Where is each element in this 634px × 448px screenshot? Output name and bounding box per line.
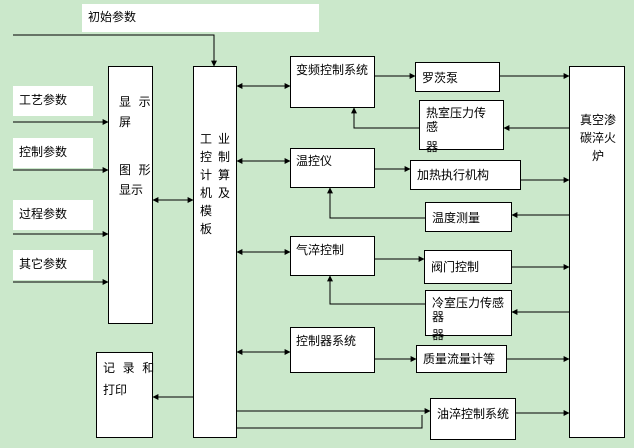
display-line-4: 显示 [119,183,144,197]
hot-sensor-line-2: 器 [426,140,439,154]
cold-sensor-line-2: 器 [432,328,445,342]
furnace-line-2: 碳淬火 [580,131,617,145]
computer-text-left: 工 控 计 机 模 板 [200,132,213,236]
other-params-label: 其它参数 [13,250,93,280]
gas-quench-text: 气淬控制 [296,243,345,257]
arrow-hot-sensor-to-vfd [351,107,419,129]
control-params-text: 控制参数 [19,145,68,159]
procedure-params-label: 过程参数 [13,200,93,230]
vfd-control-text: 变频控制系统 [296,63,369,77]
process-params-label: 工艺参数 [13,86,93,116]
mass-flow-box: 质量流量计等 [416,345,507,373]
display-line-2: 屏 [119,115,132,129]
arrow-cold-sensor-to-quench [327,275,425,305]
record-line-2: 打印 [103,383,128,397]
hot-sensor-line-1: 热室压力传感 [426,106,487,134]
cold-chamber-sensor-box: 冷室压力传感器 器 [425,290,512,342]
oil-quench-text: 油淬控制系统 [437,407,510,421]
initial-params-text: 初始参数 [88,10,137,24]
computer-text-right: 业 制 算 及 [218,132,231,200]
display-screen-box: 显 示 屏 图 形 显示 [108,66,153,324]
line-computer-oil-lower [237,415,423,429]
heater-actuator-box: 加热执行机构 [410,160,521,190]
controller-system-text: 控制器系统 [296,334,357,348]
control-params-label: 控制参数 [13,138,93,168]
record-print-box: 记 录 和 打印 [96,352,155,438]
hot-chamber-sensor-box: 热室压力传感 器 [419,100,504,154]
heater-actuator-text: 加热执行机构 [417,168,490,182]
mass-flow-text: 质量流量计等 [423,352,496,366]
valve-control-box: 阀门控制 [424,250,512,284]
arrow-initial-to-computer [13,34,217,67]
industrial-computer-box: 工 控 计 机 模 板 业 制 算 及 [193,66,237,438]
other-params-text: 其它参数 [19,257,68,271]
procedure-params-text: 过程参数 [19,207,68,221]
oil-quench-box: 油淬控制系统 [430,398,516,440]
roots-pump-box: 罗茨泵 [415,62,500,92]
process-params-text: 工艺参数 [19,93,68,107]
vfd-control-box: 变频控制系统 [290,56,375,108]
temp-controller-box: 温控仪 [290,148,375,188]
display-line-3: 图 形 [119,163,151,177]
valve-control-text: 阀门控制 [431,260,480,274]
arrow-measure-to-temp [327,187,425,219]
initial-params-label: 初始参数 [82,4,319,32]
roots-pump-text: 罗茨泵 [422,71,459,85]
record-line-1: 记 录 和 [103,361,155,375]
controller-system-box: 控制器系统 [290,327,375,373]
vacuum-furnace-box: 真空渗 碳淬火 炉 [569,66,625,438]
display-line-1: 显 示 [119,95,151,109]
furnace-line-3: 炉 [592,149,605,163]
temp-controller-text: 温控仪 [296,154,333,168]
temp-measure-box: 温度测量 [425,202,512,232]
gas-quench-box: 气淬控制 [290,236,375,276]
temp-measure-text: 温度测量 [432,211,481,225]
furnace-line-1: 真空渗 [580,113,617,127]
cold-sensor-line-1: 冷室压力传感器 [432,296,505,324]
